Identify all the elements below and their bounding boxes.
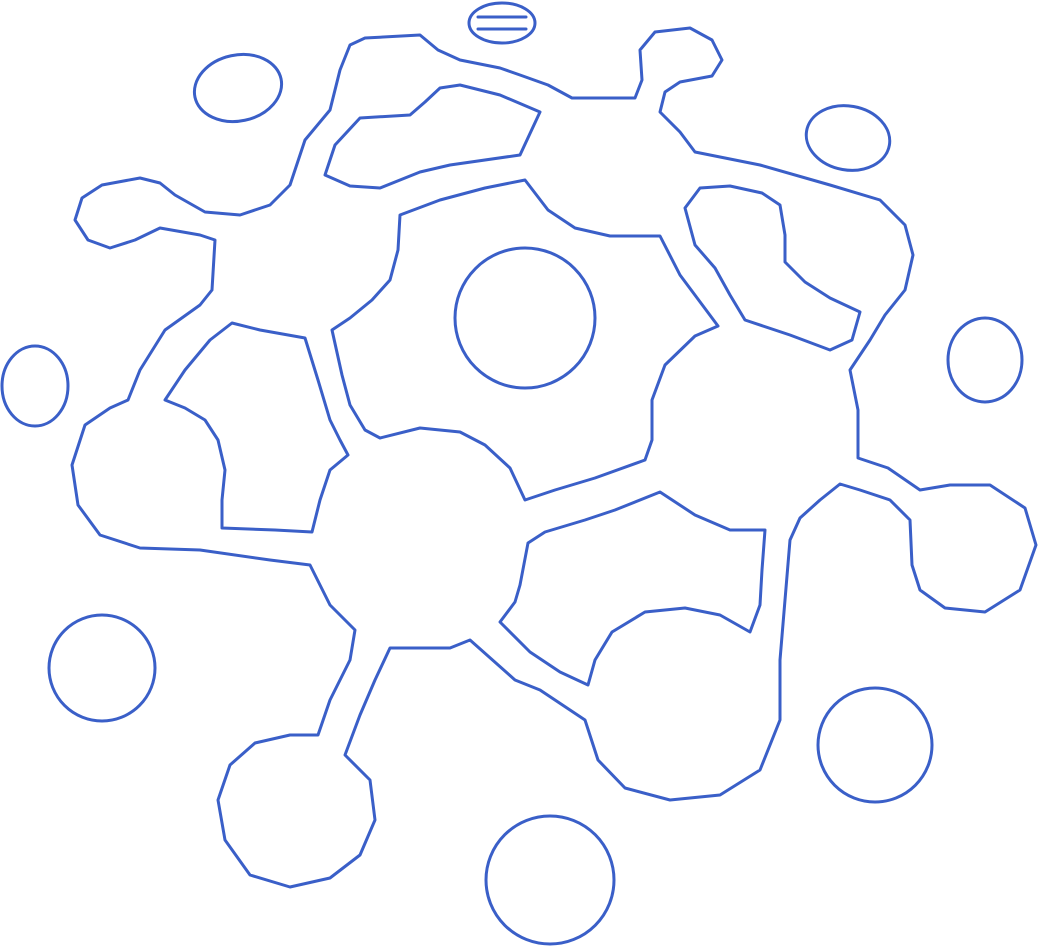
top-pill-shape [467, 1, 537, 45]
oval-right [946, 316, 1024, 404]
left-cutout [163, 321, 350, 534]
right-cutout [683, 184, 862, 352]
circle-bottom-center [484, 814, 616, 946]
center-circle [453, 246, 597, 390]
oval-top-right [804, 104, 892, 172]
circle-lower-left [47, 613, 157, 723]
outer-network-outline [70, 26, 1038, 889]
upper-cutout [323, 83, 542, 190]
circle-lower-right [816, 686, 934, 804]
oval-top-left [192, 52, 284, 124]
oval-left [0, 344, 70, 428]
lower-cutout [498, 490, 767, 687]
center-hub-cutout [330, 178, 720, 502]
